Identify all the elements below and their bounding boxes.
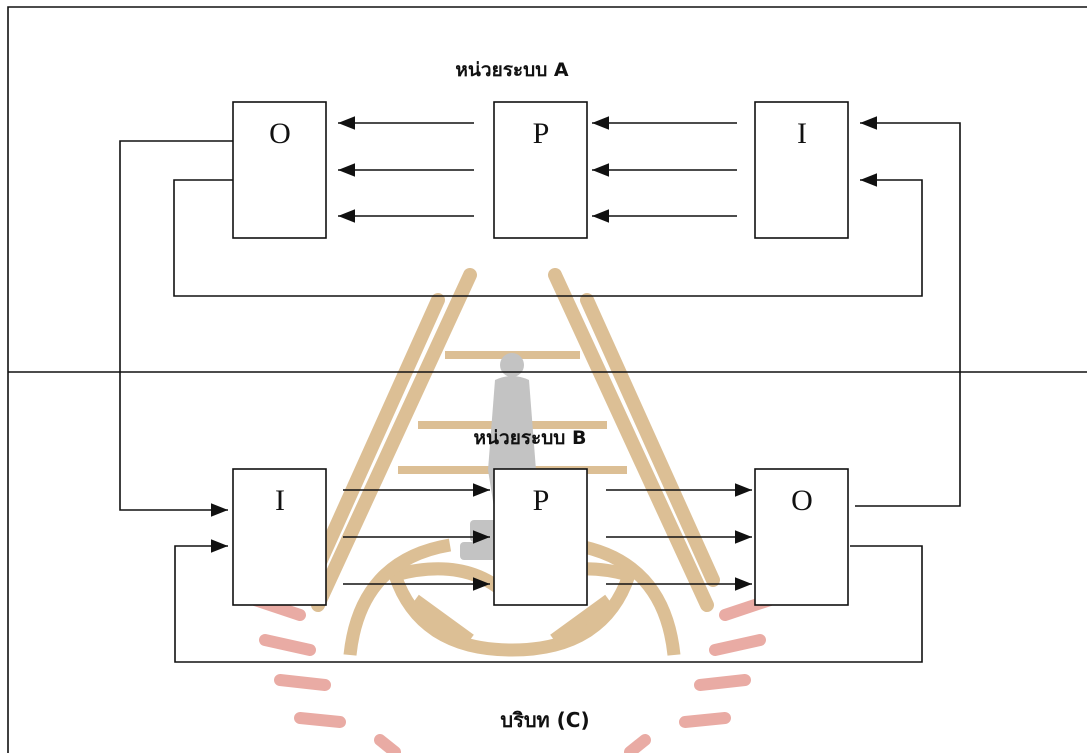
unit-b-input-box: I	[232, 468, 327, 606]
unit-b-feedback-loop	[174, 539, 923, 663]
unit-a-input-box: I	[754, 101, 849, 239]
outer-frame	[7, 6, 1087, 753]
unit-b-input-label: I	[275, 484, 285, 517]
unit-a-title: หน่วยระบบ A	[455, 59, 568, 81]
unit-b-process-box: P	[493, 468, 588, 606]
unit-a-process-box: P	[493, 101, 588, 239]
unit-a-output-box: O	[232, 101, 327, 239]
unit-a-process-label: P	[533, 117, 550, 150]
b-output-to-a-input-line	[855, 116, 961, 507]
unit-b-title: หน่วยระบบ B	[474, 427, 587, 449]
unit-b-output-box: O	[754, 468, 849, 606]
context-label: บริบท (C)	[500, 708, 589, 732]
unit-a-feedback-loop	[173, 173, 923, 297]
a-output-to-b-input-line	[119, 140, 233, 517]
unit-b-process-label: P	[533, 484, 550, 517]
unit-a-output-label: O	[269, 117, 291, 150]
unit-a-input-label: I	[797, 117, 807, 150]
unit-b-output-label: O	[791, 484, 813, 517]
